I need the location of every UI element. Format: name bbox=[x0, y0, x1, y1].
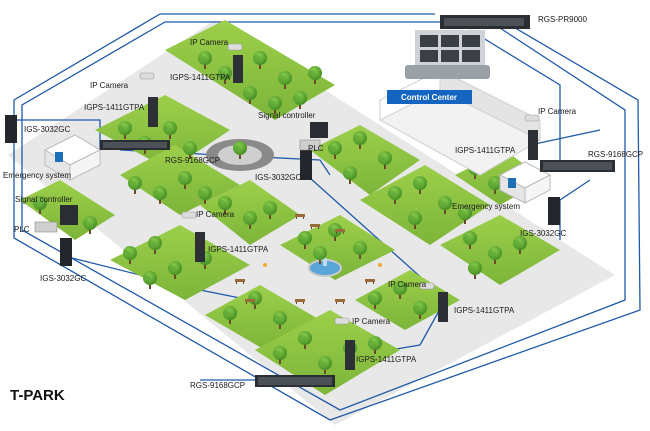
control-center-badge bbox=[387, 90, 472, 104]
label-ip-camera-6: IP Camera bbox=[352, 317, 391, 326]
control-center-label: Control Center bbox=[401, 93, 457, 102]
label-signal-controller-1: Signal controller bbox=[258, 111, 316, 120]
label-rgs-9168-1: RGS-9168GCP bbox=[165, 156, 220, 165]
igps-1411gtpa-devices bbox=[148, 55, 538, 370]
label-ip-camera-5: IP Camera bbox=[388, 280, 427, 289]
rgs-9168gcp-device-bottom bbox=[255, 375, 335, 387]
device-labels: RGS-PR9000 IP Camera IGPS-1411GTPA IP Ca… bbox=[3, 15, 643, 390]
igs-3032gc-devices bbox=[5, 115, 560, 266]
control-center-building bbox=[378, 30, 542, 176]
ip-camera-devices bbox=[139, 43, 540, 325]
label-emergency-2: Emergency system bbox=[452, 202, 520, 211]
pedestrians bbox=[263, 263, 382, 267]
label-ip-camera-3: IP Camera bbox=[538, 107, 577, 116]
label-signal-controller-2: Signal controller bbox=[15, 195, 73, 204]
plc-devices bbox=[34, 139, 321, 233]
label-ip-camera-2: IP Camera bbox=[90, 81, 129, 90]
label-rgs-9168-2: RGS-9168GCP bbox=[588, 150, 643, 159]
label-rgs-pr9000: RGS-PR9000 bbox=[538, 15, 587, 24]
label-plc-1: PLC bbox=[308, 144, 324, 153]
label-ip-camera-1: IP Camera bbox=[190, 38, 229, 47]
label-igs-3032-2: IGS-3032GC bbox=[255, 173, 301, 182]
rgs-pr9000-device bbox=[440, 15, 530, 29]
label-igps-1411-3: IGPS-1411GTPA bbox=[455, 146, 516, 155]
label-igps-1411-4: IGPS-1411GTPA bbox=[208, 245, 269, 254]
label-igs-3032-1: IGS-3032GC bbox=[24, 125, 70, 134]
emergency-booth-right bbox=[498, 161, 552, 204]
diagram-title: T-PARK bbox=[10, 387, 65, 404]
rgs-9168gcp-device-left bbox=[100, 140, 170, 150]
label-igps-1411-6: IGPS-1411GTPA bbox=[356, 355, 417, 364]
label-igps-1411-5: IGPS-1411GTPA bbox=[454, 306, 515, 315]
signal-controller-devices bbox=[60, 122, 328, 225]
label-igps-1411-1: IGPS-1411GTPA bbox=[170, 73, 231, 82]
label-igs-3032-4: IGS-3032GC bbox=[520, 229, 566, 238]
emergency-booth-left bbox=[43, 134, 102, 181]
label-plc-2: PLC bbox=[14, 225, 30, 234]
label-ip-camera-4: IP Camera bbox=[196, 210, 235, 219]
label-igps-1411-2: IGPS-1411GTPA bbox=[84, 103, 145, 112]
label-rgs-9168-3: RGS-9168GCP bbox=[190, 381, 245, 390]
label-igs-3032-3: IGS-3032GC bbox=[40, 274, 86, 283]
rgs-9168gcp-device-right bbox=[540, 160, 615, 172]
label-emergency-1: Emergency system bbox=[3, 171, 71, 180]
